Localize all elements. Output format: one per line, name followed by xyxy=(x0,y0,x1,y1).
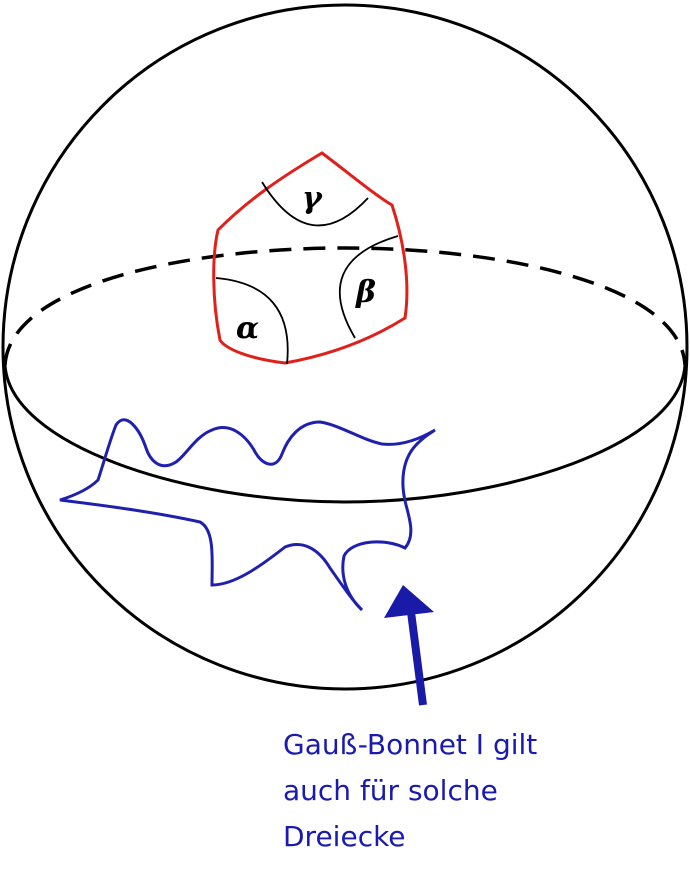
angle-label-beta: β xyxy=(355,275,376,310)
caption-line-1: Gauß-Bonnet I gilt xyxy=(283,728,538,761)
caption-text: Gauß-Bonnet I gilt auch für solche Dreie… xyxy=(283,722,583,860)
angle-arc-beta xyxy=(338,235,399,339)
angle-label-gamma: γ xyxy=(302,181,323,216)
angle-label-alpha: α xyxy=(236,311,259,346)
arrow-head xyxy=(384,585,434,618)
sphere-outline xyxy=(1,3,689,691)
caption-line-2: auch für solche xyxy=(283,774,498,807)
wavy-triangle xyxy=(59,418,436,612)
equator-back-dashed xyxy=(3,246,687,366)
equator-front-solid xyxy=(3,364,687,504)
caption-line-3: Dreiecke xyxy=(283,820,406,853)
angle-arc-gamma xyxy=(261,181,369,227)
angle-arc-alpha xyxy=(215,277,289,365)
arrow-shaft xyxy=(407,611,427,706)
spherical-triangle xyxy=(212,151,409,365)
